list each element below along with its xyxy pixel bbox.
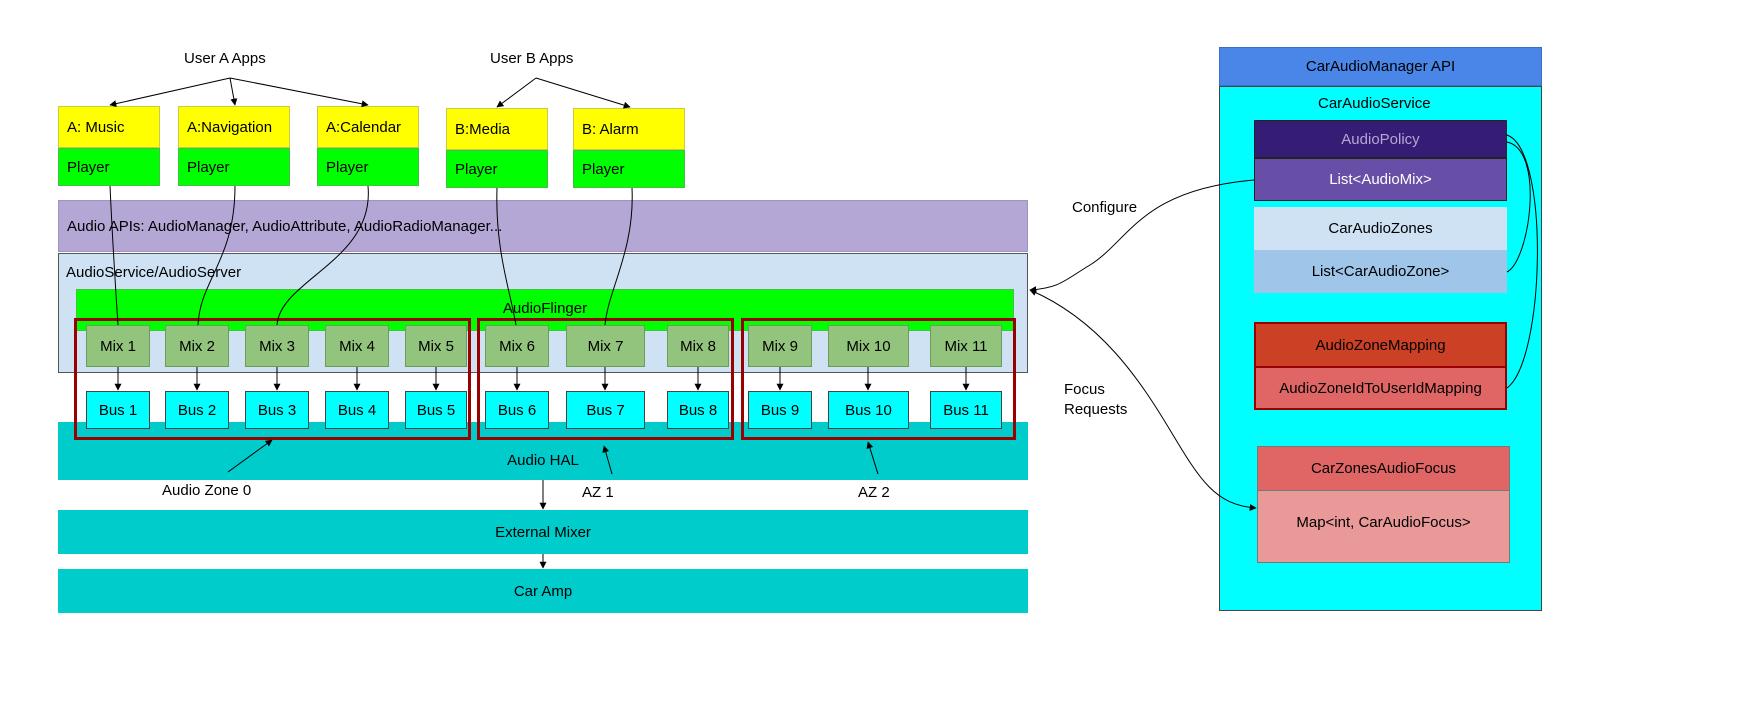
player-b-media: Player (446, 150, 548, 188)
user-a-apps-label: User A Apps (184, 50, 266, 67)
audio-zone-0-outline (74, 318, 471, 440)
app-b-media: B:Media (446, 108, 548, 150)
bus-8: Bus 8 (667, 391, 729, 429)
bus-3: Bus 3 (245, 391, 309, 429)
audio-zone-0-label: Audio Zone 0 (162, 482, 252, 499)
player-navigation-to-mix-2 (197, 185, 236, 326)
player-media-to-mix-6 (496, 187, 517, 326)
mix-9: Mix 9 (748, 325, 812, 367)
mix-6: Mix 6 (485, 325, 549, 367)
car-zones-audio-focus: CarZonesAudioFocus (1257, 446, 1510, 490)
bus-2: Bus 2 (165, 391, 229, 429)
bus-9: Bus 9 (748, 391, 812, 429)
user-b-to-alarm-arrow (535, 77, 631, 109)
car-audio-service-label: CarAudioService (1318, 95, 1431, 112)
user-a-to-navigation-arrow (229, 77, 238, 106)
mix-3: Mix 3 (245, 325, 309, 367)
audio-zone-mapping: AudioZoneMapping (1254, 322, 1507, 366)
car-audio-manager-api: CarAudioManager API (1219, 47, 1542, 86)
audio-zone-1-label: AZ 1 (582, 484, 614, 501)
external-mixer: External Mixer (58, 510, 1028, 554)
audio-zone-0-pointer (227, 439, 273, 473)
bus-11: Bus 11 (930, 391, 1002, 429)
user-a-to-music-arrow (109, 77, 231, 108)
player-a-navigation: Player (178, 148, 290, 186)
mix-1: Mix 1 (86, 325, 150, 367)
player-music-to-mix-1 (109, 185, 119, 326)
mix-11: Mix 11 (930, 325, 1002, 367)
user-b-to-media-arrow (496, 77, 537, 108)
audio-policy: AudioPolicy (1254, 120, 1507, 158)
bus-4: Bus 4 (325, 391, 389, 429)
audio-zone-2-outline (741, 318, 1016, 440)
bus-10: Bus 10 (828, 391, 909, 429)
configure-connector (1029, 179, 1255, 294)
bus-5: Bus 5 (405, 391, 467, 429)
mix-7: Mix 7 (566, 325, 645, 367)
app-a-music: A: Music (58, 106, 160, 148)
user-b-apps-label: User B Apps (490, 50, 574, 67)
user-a-to-calendar-arrow (229, 77, 369, 108)
configure-label: Configure (1072, 199, 1138, 216)
audio-zone-2-label: AZ 2 (858, 484, 890, 501)
player-a-calendar: Player (317, 148, 419, 186)
car-audio-zone-list: List<CarAudioZone> (1254, 250, 1507, 293)
mix-4: Mix 4 (325, 325, 389, 367)
app-b-alarm: B: Alarm (573, 108, 685, 150)
player-alarm-to-mix-7 (604, 187, 633, 326)
car-audio-zones: CarAudioZones (1254, 207, 1507, 250)
mix-2: Mix 2 (165, 325, 229, 367)
audio-mix-list: List<AudioMix> (1254, 158, 1507, 201)
mix-10: Mix 10 (828, 325, 909, 367)
app-a-navigation: A:Navigation (178, 106, 290, 148)
policy-to-user-mapping-link (1506, 134, 1538, 389)
player-calendar-to-mix-3 (276, 185, 369, 326)
bus-1: Bus 1 (86, 391, 150, 429)
bus-7: Bus 7 (566, 391, 645, 429)
car-amp: Car Amp (58, 569, 1028, 613)
audio-hal: Audio HAL (58, 422, 1028, 480)
audio-service-label: AudioService/AudioServer (66, 264, 242, 281)
az1-pointer (602, 445, 613, 475)
audio-apis-layer: Audio APIs: AudioManager, AudioAttribute… (58, 200, 1028, 252)
player-b-alarm: Player (573, 150, 685, 188)
mix-8: Mix 8 (667, 325, 729, 367)
mix-5: Mix 5 (405, 325, 467, 367)
audio-zone-user-mapping: AudioZoneIdToUserIdMapping (1254, 366, 1507, 410)
az2-pointer (866, 441, 879, 475)
policy-to-zone-list-link (1506, 141, 1531, 273)
car-audio-focus-map: Map<int, CarAudioFocus> (1257, 490, 1510, 563)
player-a-music: Player (58, 148, 160, 186)
focus-requests-connector (1029, 289, 1257, 512)
bus-6: Bus 6 (485, 391, 549, 429)
